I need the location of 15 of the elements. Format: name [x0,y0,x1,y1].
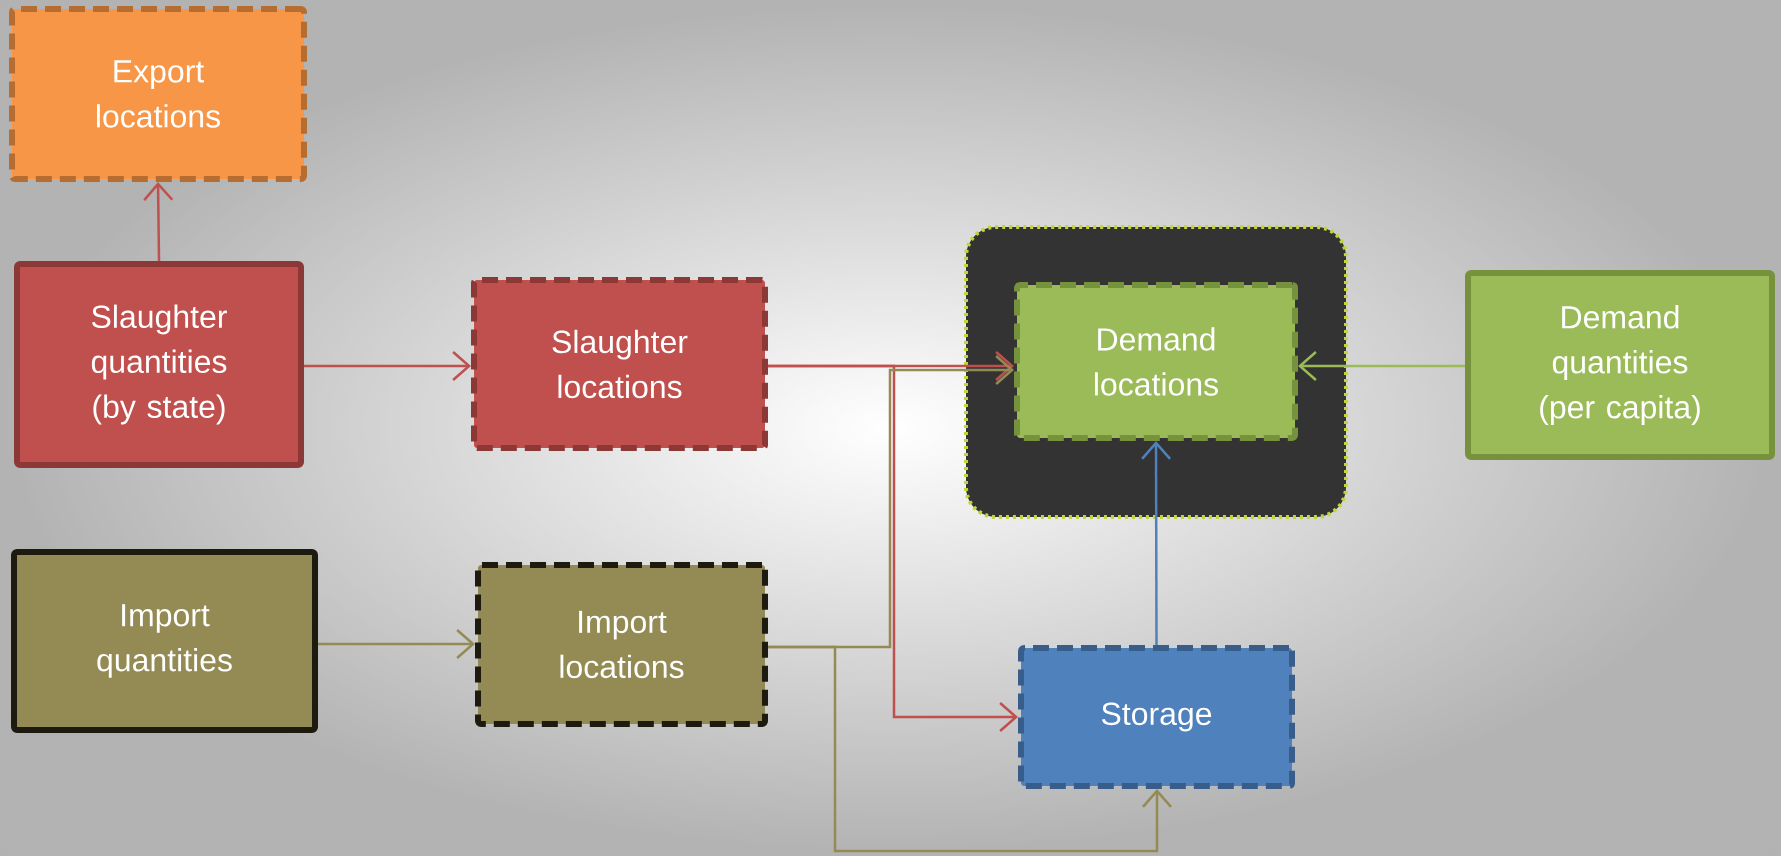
arrow [1298,351,1465,381]
process-box: Slaughter locations [471,277,768,451]
process-box: Import quantities [11,549,318,733]
process-box: Export locations [9,6,307,182]
arrow [1141,441,1171,645]
process-box: Demand locations [1014,282,1298,441]
process-box: Demand quantities (per capita) [1465,270,1775,460]
arrow [304,351,471,381]
arrow [768,645,1172,853]
process-box: Slaughter quantities (by state) [14,261,304,468]
process-box: Import locations [475,562,768,727]
process-box: Storage [1018,645,1295,789]
arrow [318,629,475,659]
arrow [143,182,174,261]
arrow [768,364,1018,732]
